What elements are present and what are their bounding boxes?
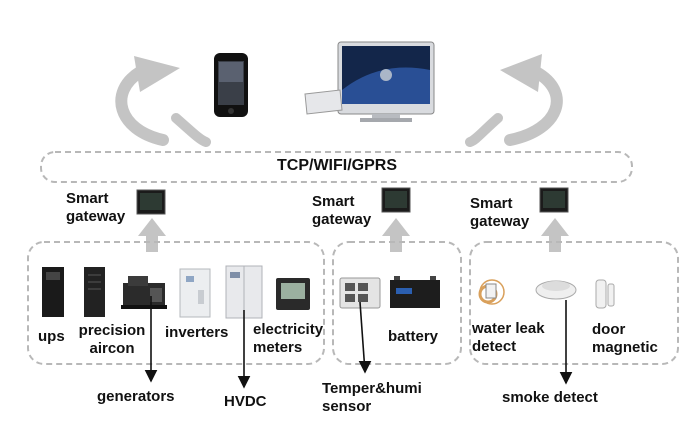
electricity-meters-label: electricity meters xyxy=(253,321,324,356)
smoke-detector-icon xyxy=(535,280,577,300)
water-leak-detector-icon xyxy=(478,279,505,305)
up-arrow xyxy=(382,218,410,252)
smartphone-icon xyxy=(214,53,248,117)
gateway-label-right: Smart gateway xyxy=(470,195,530,230)
gateway-device-icon xyxy=(381,187,411,213)
security-equipment-box xyxy=(469,241,679,365)
sensor-equipment-box xyxy=(332,241,462,365)
generators-label: generators xyxy=(97,388,175,405)
battery-label: battery xyxy=(388,328,439,345)
gateway-device-icon xyxy=(539,187,569,213)
temper-humi-sensor-label: Temper&humi sensor xyxy=(322,380,422,415)
up-arrows xyxy=(138,218,569,252)
door-magnetic-sensor-icon xyxy=(595,279,615,309)
ups-label: ups xyxy=(38,328,65,345)
right-cycle-arrow xyxy=(465,54,563,147)
precision-aircon-label: precision aircon xyxy=(78,322,146,357)
inverter-cabinet-icon xyxy=(179,268,211,318)
precision-aircon-icon xyxy=(84,267,105,317)
water-leak-detect-label: water leak detect xyxy=(472,320,545,355)
up-arrow xyxy=(541,218,569,252)
network-box xyxy=(40,151,633,183)
gateway-label-middle: Smart gateway xyxy=(312,193,372,228)
imac-computer-icon xyxy=(304,41,435,122)
power-equipment-box xyxy=(27,241,325,365)
gateway-label-left: Smart gateway xyxy=(66,190,126,225)
ups-cabinet-icon xyxy=(42,267,64,317)
inverters-label: inverters xyxy=(165,324,229,341)
hvdc-label: HVDC xyxy=(224,393,267,410)
up-arrow xyxy=(138,218,166,252)
door-magnetic-label: door magnetic xyxy=(592,321,658,356)
callout-arrows xyxy=(144,296,573,389)
network-label: TCP/WIFI/GPRS xyxy=(277,157,397,174)
electricity-meter-icon xyxy=(276,278,310,310)
smoke-detect-label: smoke detect xyxy=(502,389,598,406)
temper-humi-pointer-arrow xyxy=(358,301,372,374)
generator-icon xyxy=(121,276,167,309)
left-cycle-arrow xyxy=(115,56,211,147)
battery-icon xyxy=(390,276,440,308)
gateway-device-icon xyxy=(136,189,166,215)
hvdc-cabinet-icon xyxy=(225,265,263,319)
